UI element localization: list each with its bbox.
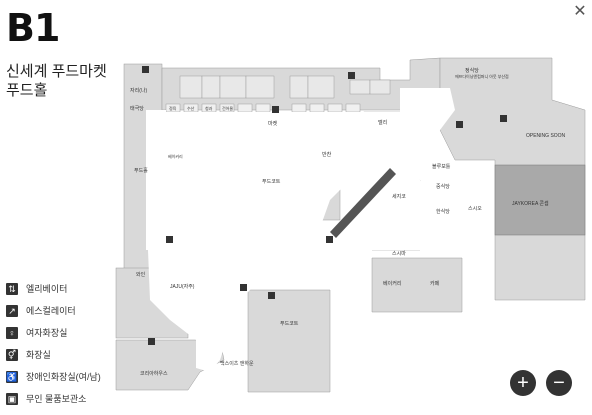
escalator-icon: ↗: [6, 305, 18, 317]
locker-icon[interactable]: [500, 115, 507, 122]
escalator-icon[interactable]: [272, 106, 279, 113]
small-label-2[interactable]: 수산: [187, 105, 195, 111]
close-icon[interactable]: ✕: [573, 3, 587, 20]
gray-block-label[interactable]: JAYKOREA 콘셉: [512, 200, 549, 207]
title-line-2: 푸드홀: [6, 82, 48, 99]
small-label-1[interactable]: 정육: [169, 105, 177, 111]
floor-label: B1: [6, 6, 60, 50]
top-shops: [179, 75, 391, 99]
bottom-left-label-1[interactable]: JAJU(자주): [170, 283, 195, 290]
legend-label: 무인 물품보관소: [26, 394, 87, 404]
right-col-label-1[interactable]: 스시오: [468, 206, 482, 212]
zoom-in-button[interactable]: +: [510, 370, 536, 396]
legend-label: 여자화장실: [26, 328, 68, 338]
center-block-label[interactable]: 푸드코트: [262, 179, 281, 185]
right-col-label-3[interactable]: 중식당: [436, 183, 450, 190]
legend-label: 에스컬레이터: [26, 306, 76, 316]
legend-label: 장애인화장실(여/남): [26, 372, 101, 382]
elevator-icon[interactable]: [142, 66, 149, 73]
escalator-icon[interactable]: [268, 292, 275, 299]
elevator-icon: ⇅: [6, 283, 18, 295]
opening-soon-label[interactable]: OPENING SOON: [526, 133, 566, 139]
bottom-center-label[interactable]: 백스이츠 앤하운: [220, 360, 254, 367]
market-label-3[interactable]: 반찬: [322, 151, 332, 158]
food-court-bottom-label[interactable]: 푸드코트: [280, 321, 299, 327]
locker-icon: ▣: [6, 393, 18, 405]
food-hall-left-label[interactable]: 푸드홀: [134, 167, 148, 174]
small-label-4[interactable]: 건어물: [222, 105, 233, 111]
wine-label[interactable]: 와인: [136, 271, 146, 278]
womens-restroom-icon: ♀: [6, 327, 18, 339]
map-legend: ⇅ 엘리베이터 ↗ 에스컬레이터 ♀ 여자화장실 ⚥ 화장실 ♿ 장애인화장실(…: [6, 283, 116, 415]
market-label-1[interactable]: 마켓: [268, 120, 278, 127]
accessible-restroom-icon[interactable]: [166, 236, 173, 243]
bottom-left-label-2[interactable]: 코리아하우스: [140, 370, 168, 377]
map-icons: [142, 66, 507, 345]
bakery-label[interactable]: 베이커리: [383, 280, 401, 287]
legend-item-locker: ▣ 무인 물품보관소: [6, 393, 116, 407]
cafe-label[interactable]: 카페: [430, 280, 440, 287]
legend-item-escalator: ↗ 에스컬레이터: [6, 305, 116, 319]
left-col-label-2[interactable]: 태극당: [130, 105, 144, 112]
left-col-label-1[interactable]: 자리(나): [130, 87, 147, 94]
restroom-icon: ⚥: [6, 349, 18, 361]
restroom-icon[interactable]: [348, 72, 355, 79]
small-label-5[interactable]: 베이커리: [168, 153, 183, 159]
title-line-1: 신세계 푸드마켓: [6, 63, 107, 80]
store-top-right[interactable]: 정식당: [465, 67, 479, 74]
elevator-icon[interactable]: [240, 284, 247, 291]
legend-item-restroom: ⚥ 화장실: [6, 349, 116, 363]
legend-item-elevator: ⇅ 엘리베이터: [6, 283, 116, 297]
legend-item-accessible-restroom: ♿ 장애인화장실(여/남): [6, 371, 116, 385]
womens-restroom-icon[interactable]: [456, 121, 463, 128]
jaykorea-block[interactable]: [494, 164, 586, 236]
legend-label: 엘리베이터: [26, 284, 68, 294]
restroom-icon[interactable]: [148, 338, 155, 345]
small-label-3[interactable]: 청과: [205, 105, 213, 111]
right-col-label-4[interactable]: 한식당: [436, 208, 450, 215]
escalator-icon[interactable]: [326, 236, 333, 243]
page-title: 신세계 푸드마켓 푸드홀: [6, 62, 107, 100]
right-col-label-5[interactable]: 스시마: [392, 250, 406, 257]
legend-label: 화장실: [26, 350, 51, 360]
market-label-2[interactable]: 델리: [378, 119, 387, 126]
right-col-label-2[interactable]: 블루보틀: [432, 163, 451, 170]
legend-item-womens-restroom: ♀ 여자화장실: [6, 327, 116, 341]
accessible-restroom-icon: ♿: [6, 371, 18, 383]
center-right-label[interactable]: 세지코: [392, 193, 406, 200]
zoom-out-button[interactable]: −: [546, 370, 572, 396]
escalator-belt: [330, 168, 396, 238]
store-top-right-sub: 에프다이닝앤컴퍼니 아웃 부산점: [455, 73, 509, 79]
